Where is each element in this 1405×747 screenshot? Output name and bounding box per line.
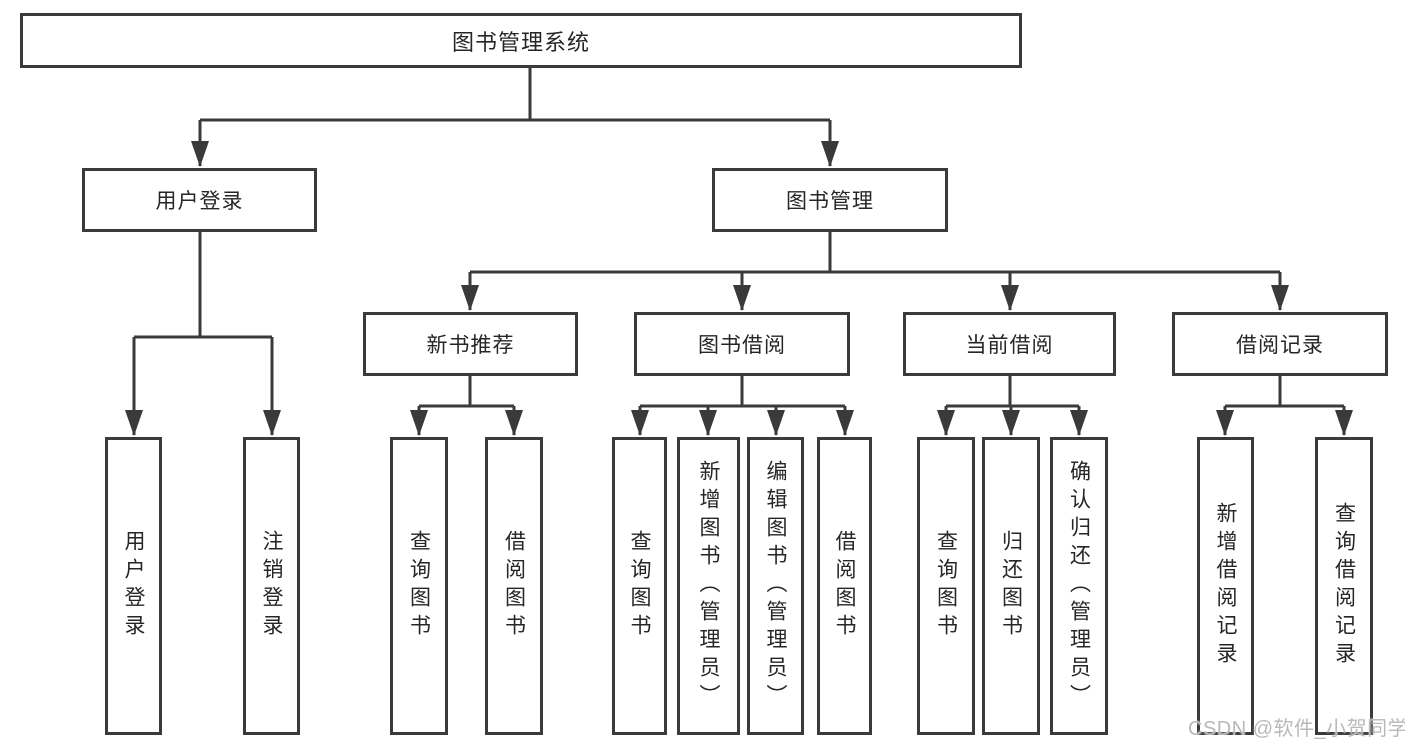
leaf-query-borrow-record: 查询借阅记录 bbox=[1315, 437, 1373, 735]
node-current-borrowing: 当前借阅 bbox=[903, 312, 1116, 376]
leaf-return-books: 归还图书 bbox=[982, 437, 1040, 735]
leaf-add-books-admin: 新增图书（管理员） bbox=[677, 437, 740, 735]
leaf-query-books-borrowing: 查询图书 bbox=[612, 437, 667, 735]
node-book-borrowing: 图书借阅 bbox=[634, 312, 850, 376]
node-new-book-recommendation: 新书推荐 bbox=[363, 312, 578, 376]
node-library-management-system: 图书管理系统 bbox=[20, 13, 1022, 68]
watermark-csdn: CSDN @软件_小贺同学 bbox=[1188, 718, 1405, 740]
leaf-edit-books-admin: 编辑图书（管理员） bbox=[747, 437, 804, 735]
node-borrowing-records: 借阅记录 bbox=[1172, 312, 1388, 376]
leaf-borrow-books-recommend: 借阅图书 bbox=[485, 437, 543, 735]
node-user-login: 用户登录 bbox=[82, 168, 317, 232]
leaf-borrow-books-borrowing: 借阅图书 bbox=[817, 437, 872, 735]
leaf-query-books-recommend: 查询图书 bbox=[390, 437, 448, 735]
leaf-query-books-current: 查询图书 bbox=[917, 437, 975, 735]
leaf-add-borrow-record: 新增借阅记录 bbox=[1197, 437, 1254, 735]
leaf-confirm-return-admin: 确认归还（管理员） bbox=[1050, 437, 1108, 735]
node-book-management: 图书管理 bbox=[712, 168, 948, 232]
leaf-logout: 注销登录 bbox=[243, 437, 300, 735]
leaf-user-login: 用户登录 bbox=[105, 437, 162, 735]
